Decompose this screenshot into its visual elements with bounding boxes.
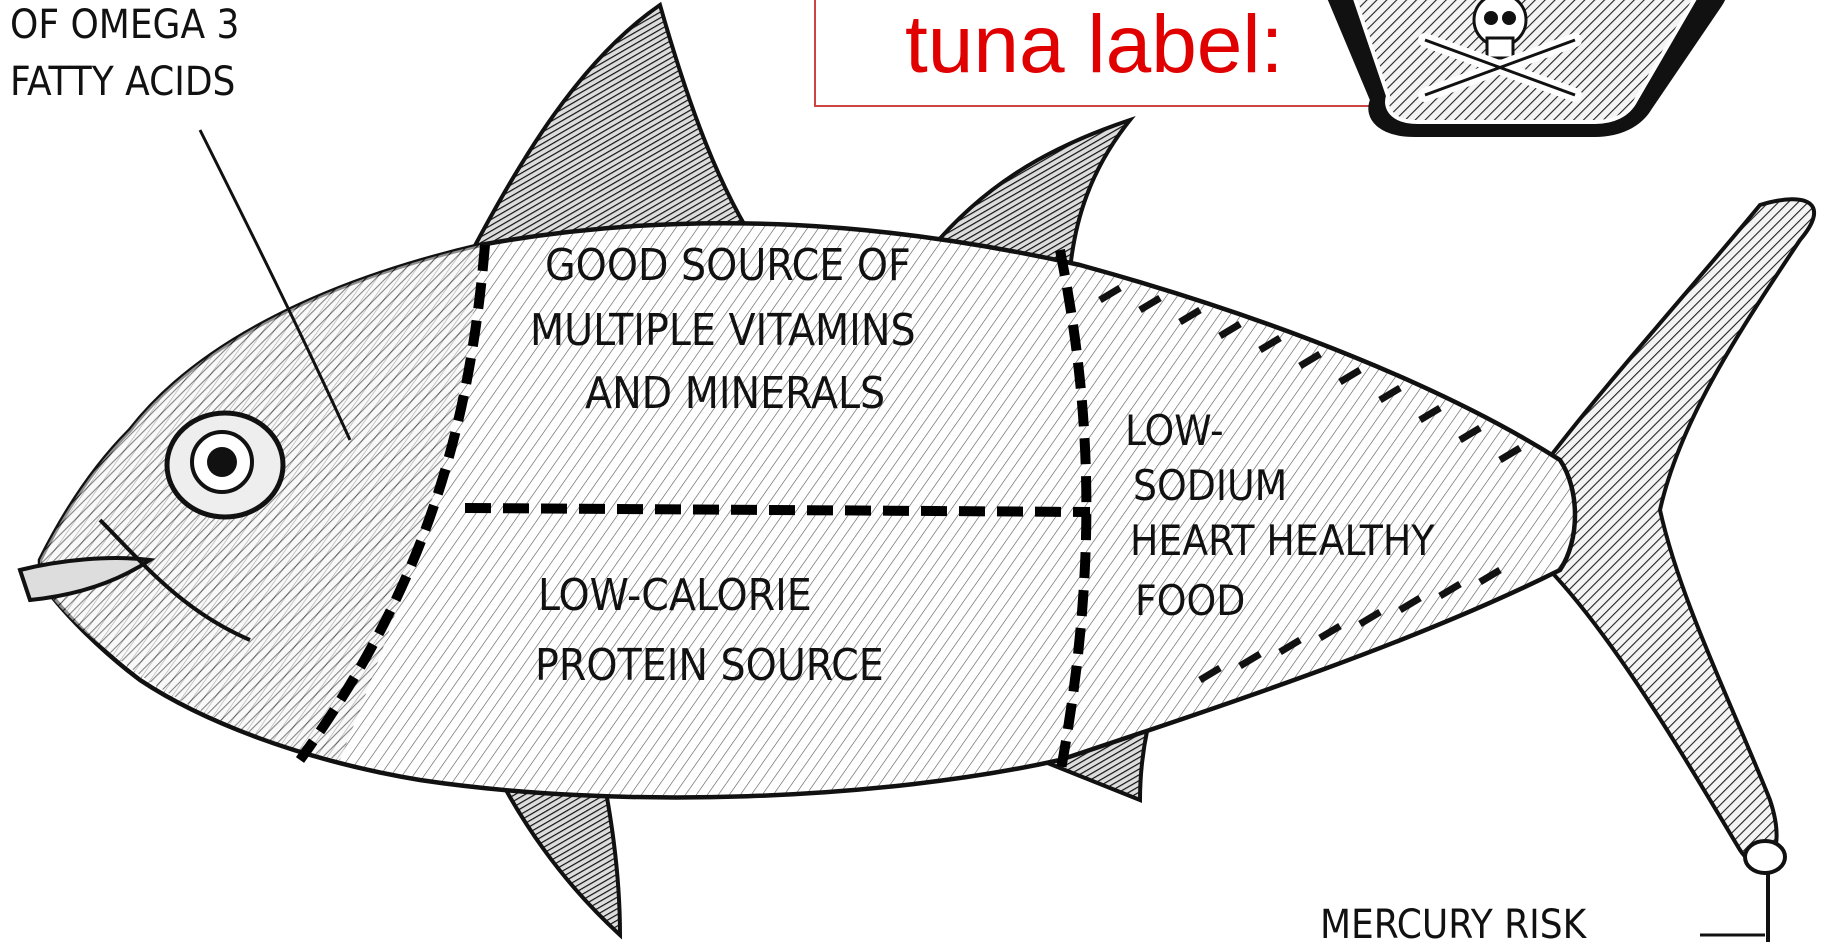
tuna-label-text: tuna label: [905,0,1283,90]
vitamins-section-label: GOOD SOURCE OF MULTIPLE VITAMINS AND MIN… [530,240,916,419]
protein-line2: PROTEIN SOURCE [535,640,884,691]
sodium-line3: HEART HEALTHY [1130,516,1435,565]
sodium-line4: FOOD [1135,576,1245,625]
omega-callout: OF OMEGA 3 FATTY ACIDS [10,2,239,105]
dorsal-fin [470,5,760,255]
sodium-line2: SODIUM [1133,461,1287,510]
vitamins-line1: GOOD SOURCE OF [545,240,911,291]
protein-line1: LOW-CALORIE [538,570,812,621]
omega-line1: OF OMEGA 3 [10,2,239,48]
fish-eye [167,413,283,517]
skull-and-crossbones-icon [1325,0,1725,135]
mercury-tail-tip [1745,841,1785,873]
tail-fin [1540,199,1814,864]
sodium-line1: LOW- [1125,406,1224,455]
vitamins-line2: MULTIPLE VITAMINS [530,305,916,356]
mercury-risk-label: MERCURY RISK [1320,902,1588,942]
vitamins-line3: AND MINERALS [585,368,885,419]
omega-line2: FATTY ACIDS [10,59,235,105]
